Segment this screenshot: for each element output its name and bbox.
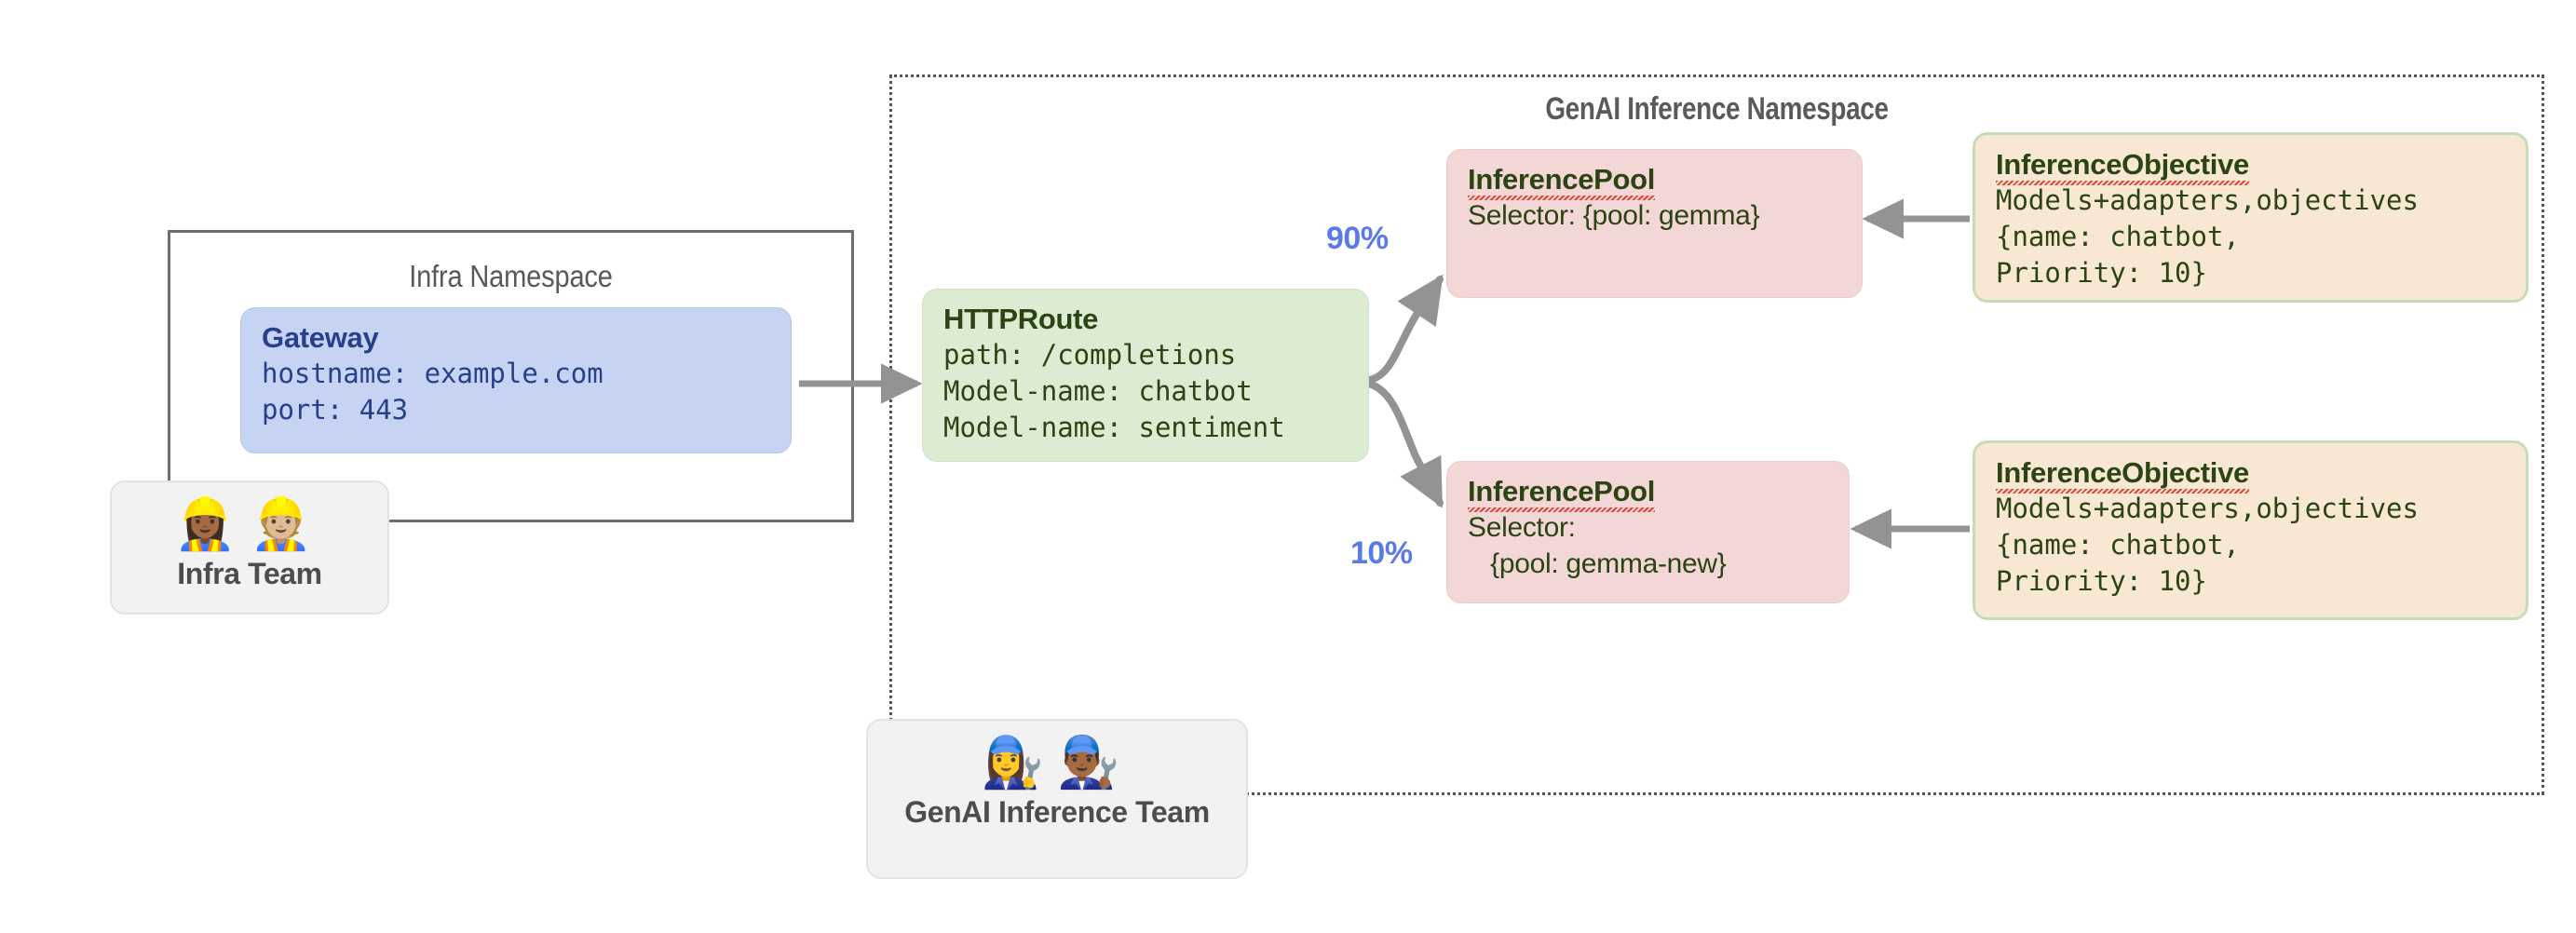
infra-team-label: Infra Team [177, 557, 322, 590]
httproute-title: HTTPRoute [943, 303, 1099, 335]
gateway-title: Gateway [262, 321, 379, 354]
infra-namespace-boundary [168, 230, 854, 522]
inferenceobjective-1-line-2: {name: chatbot, [1996, 220, 2240, 252]
inferencepool-node-gemma[interactable]: InferencePool Selector: {pool: gemma} [1446, 149, 1863, 298]
inferencepool-1-title: InferencePool [1468, 163, 1841, 200]
inferenceobjective-2-line-3: Priority: 10} [1996, 564, 2207, 597]
genai-team-chip[interactable]: 👩‍🔧👨🏾‍🔧 GenAI Inference Team [866, 719, 1248, 879]
httproute-model-sentiment: Model-name: sentiment [943, 411, 1285, 443]
inferencepool-2-title-text: InferencePool [1468, 475, 1656, 512]
inferenceobjective-node-2[interactable]: InferenceObjective Models+adapters,objec… [1973, 440, 2529, 620]
inferencepool-1-selector: Selector: {pool: gemma} [1468, 199, 1760, 231]
inferencepool-2-selector-label: Selector: [1468, 511, 1576, 543]
gateway-hostname: hostname: example.com [262, 357, 603, 389]
inferenceobjective-2-line-2: {name: chatbot, [1996, 528, 2240, 561]
inferenceobjective-1-title: InferenceObjective [1996, 148, 2505, 185]
traffic-weight-10: 10% [1350, 535, 1413, 571]
gateway-node[interactable]: Gateway hostname: example.com port: 443 [240, 307, 792, 453]
inferencepool-2-selector-value: {pool: gemma-new} [1468, 548, 1727, 579]
httproute-path: path: /completions [943, 338, 1237, 371]
inferenceobjective-2-line-1: Models+adapters,objectives [1996, 492, 2419, 524]
traffic-weight-90: 90% [1326, 221, 1389, 256]
construction-workers-icon: 👷🏾‍♀️👷🏼 [173, 496, 326, 552]
inferencepool-2-title: InferencePool [1468, 475, 1828, 512]
inferenceobjective-2-title-text: InferenceObjective [1996, 456, 2249, 494]
inferenceobjective-1-line-3: Priority: 10} [1996, 256, 2207, 289]
httproute-node[interactable]: HTTPRoute path: /completions Model-name:… [922, 289, 1369, 462]
httproute-model-chatbot: Model-name: chatbot [943, 374, 1253, 407]
genai-namespace-boundary [889, 74, 2544, 795]
infra-namespace-title: Infra Namespace [409, 259, 613, 293]
infra-team-chip[interactable]: 👷🏾‍♀️👷🏼 Infra Team [110, 480, 389, 615]
inferenceobjective-1-title-text: InferenceObjective [1996, 148, 2249, 185]
mechanics-icon: 👩‍🔧👨🏾‍🔧 [981, 735, 1133, 791]
inferencepool-node-gemma-new[interactable]: InferencePool Selector: {pool: gemma-new… [1446, 461, 1850, 603]
inferenceobjective-2-title: InferenceObjective [1996, 456, 2505, 494]
genai-team-label: GenAI Inference Team [904, 795, 1210, 829]
inferenceobjective-1-line-1: Models+adapters,objectives [1996, 183, 2419, 216]
gateway-port: port: 443 [262, 393, 409, 426]
inferenceobjective-node-1[interactable]: InferenceObjective Models+adapters,objec… [1973, 132, 2529, 303]
genai-namespace-title: GenAI Inference Namespace [1545, 91, 1889, 127]
inferencepool-1-title-text: InferencePool [1468, 163, 1656, 200]
